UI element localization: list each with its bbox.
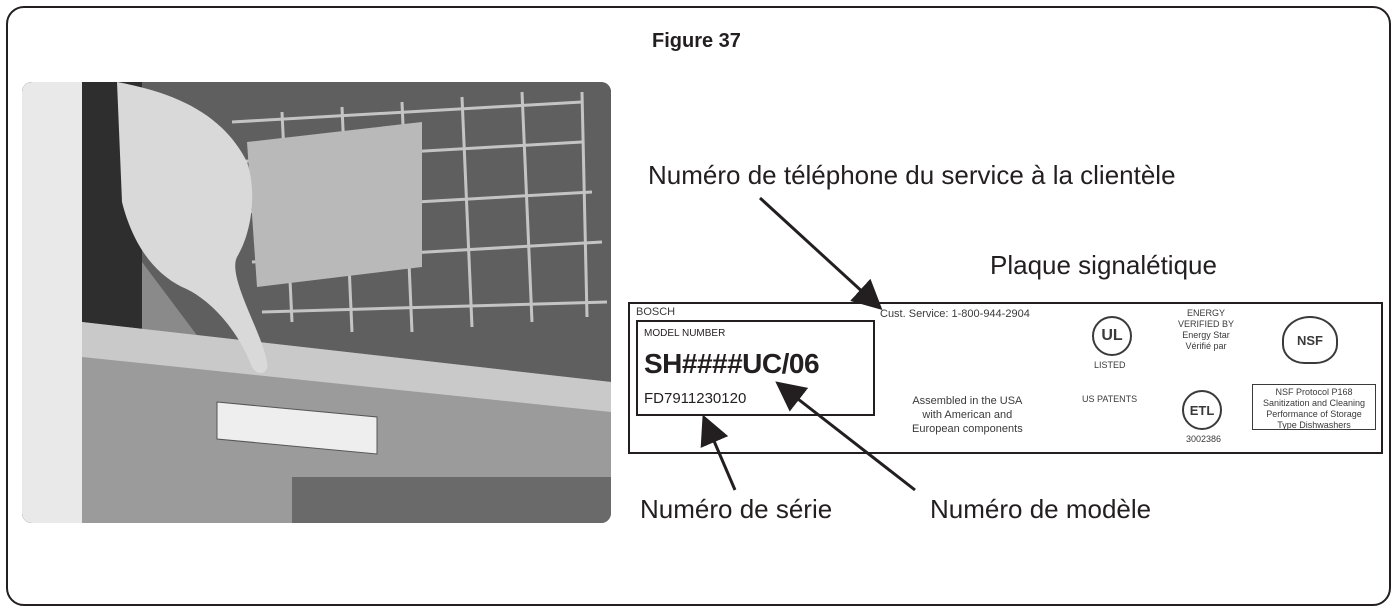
callout-arrows <box>0 0 1397 561</box>
serial-arrow <box>705 420 735 490</box>
model-arrow <box>780 385 915 490</box>
phone-arrow <box>760 198 878 306</box>
